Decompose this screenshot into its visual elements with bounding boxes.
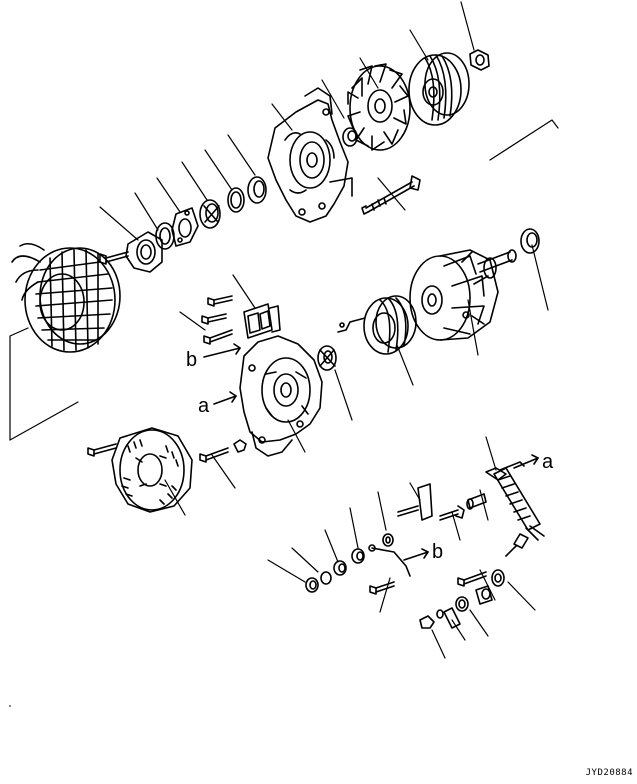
pulley (409, 53, 469, 125)
bottom-screw-left (370, 582, 394, 594)
rotor (410, 250, 516, 340)
bearing-bracket (100, 232, 162, 272)
terminal-screw-2 (467, 494, 486, 509)
washer-nut-set (306, 534, 393, 592)
rear-rotor-bearing (318, 346, 336, 370)
through-bolt (362, 176, 420, 214)
arrow-a-left (214, 392, 236, 404)
leader-lines (10, 2, 558, 658)
slip-ring-assembly (338, 296, 416, 354)
arrow-a-right (514, 455, 538, 468)
stray-dot (9, 705, 11, 707)
drawing-code: JYD20884 (585, 768, 633, 778)
arrow-b-right (404, 549, 428, 560)
bearing-retainer-plate (172, 208, 198, 246)
lead-wire (369, 545, 410, 576)
stator (12, 244, 120, 352)
cooling-fan (348, 64, 410, 150)
connector-clip (398, 484, 432, 520)
rear-cover-screws (88, 440, 246, 462)
label-a-right: a (542, 451, 554, 473)
rear-housing (240, 336, 322, 456)
fan-spacer (343, 128, 357, 146)
front-bearing-set (156, 177, 266, 249)
label-b-left: b (186, 349, 197, 371)
label-a-left: a (198, 395, 210, 417)
rear-bearing (521, 229, 539, 253)
brush-holder-screws (202, 296, 232, 344)
front-housing (268, 88, 352, 222)
pulley-nut (470, 50, 489, 70)
terminal-screw-1 (440, 506, 464, 520)
rear-cover (112, 428, 192, 512)
brush-holder (244, 304, 280, 338)
label-b-right: b (432, 541, 443, 563)
bottom-right-hardware (420, 534, 528, 628)
arrow-b-left (204, 344, 240, 357)
regulator-resistor (486, 462, 544, 540)
